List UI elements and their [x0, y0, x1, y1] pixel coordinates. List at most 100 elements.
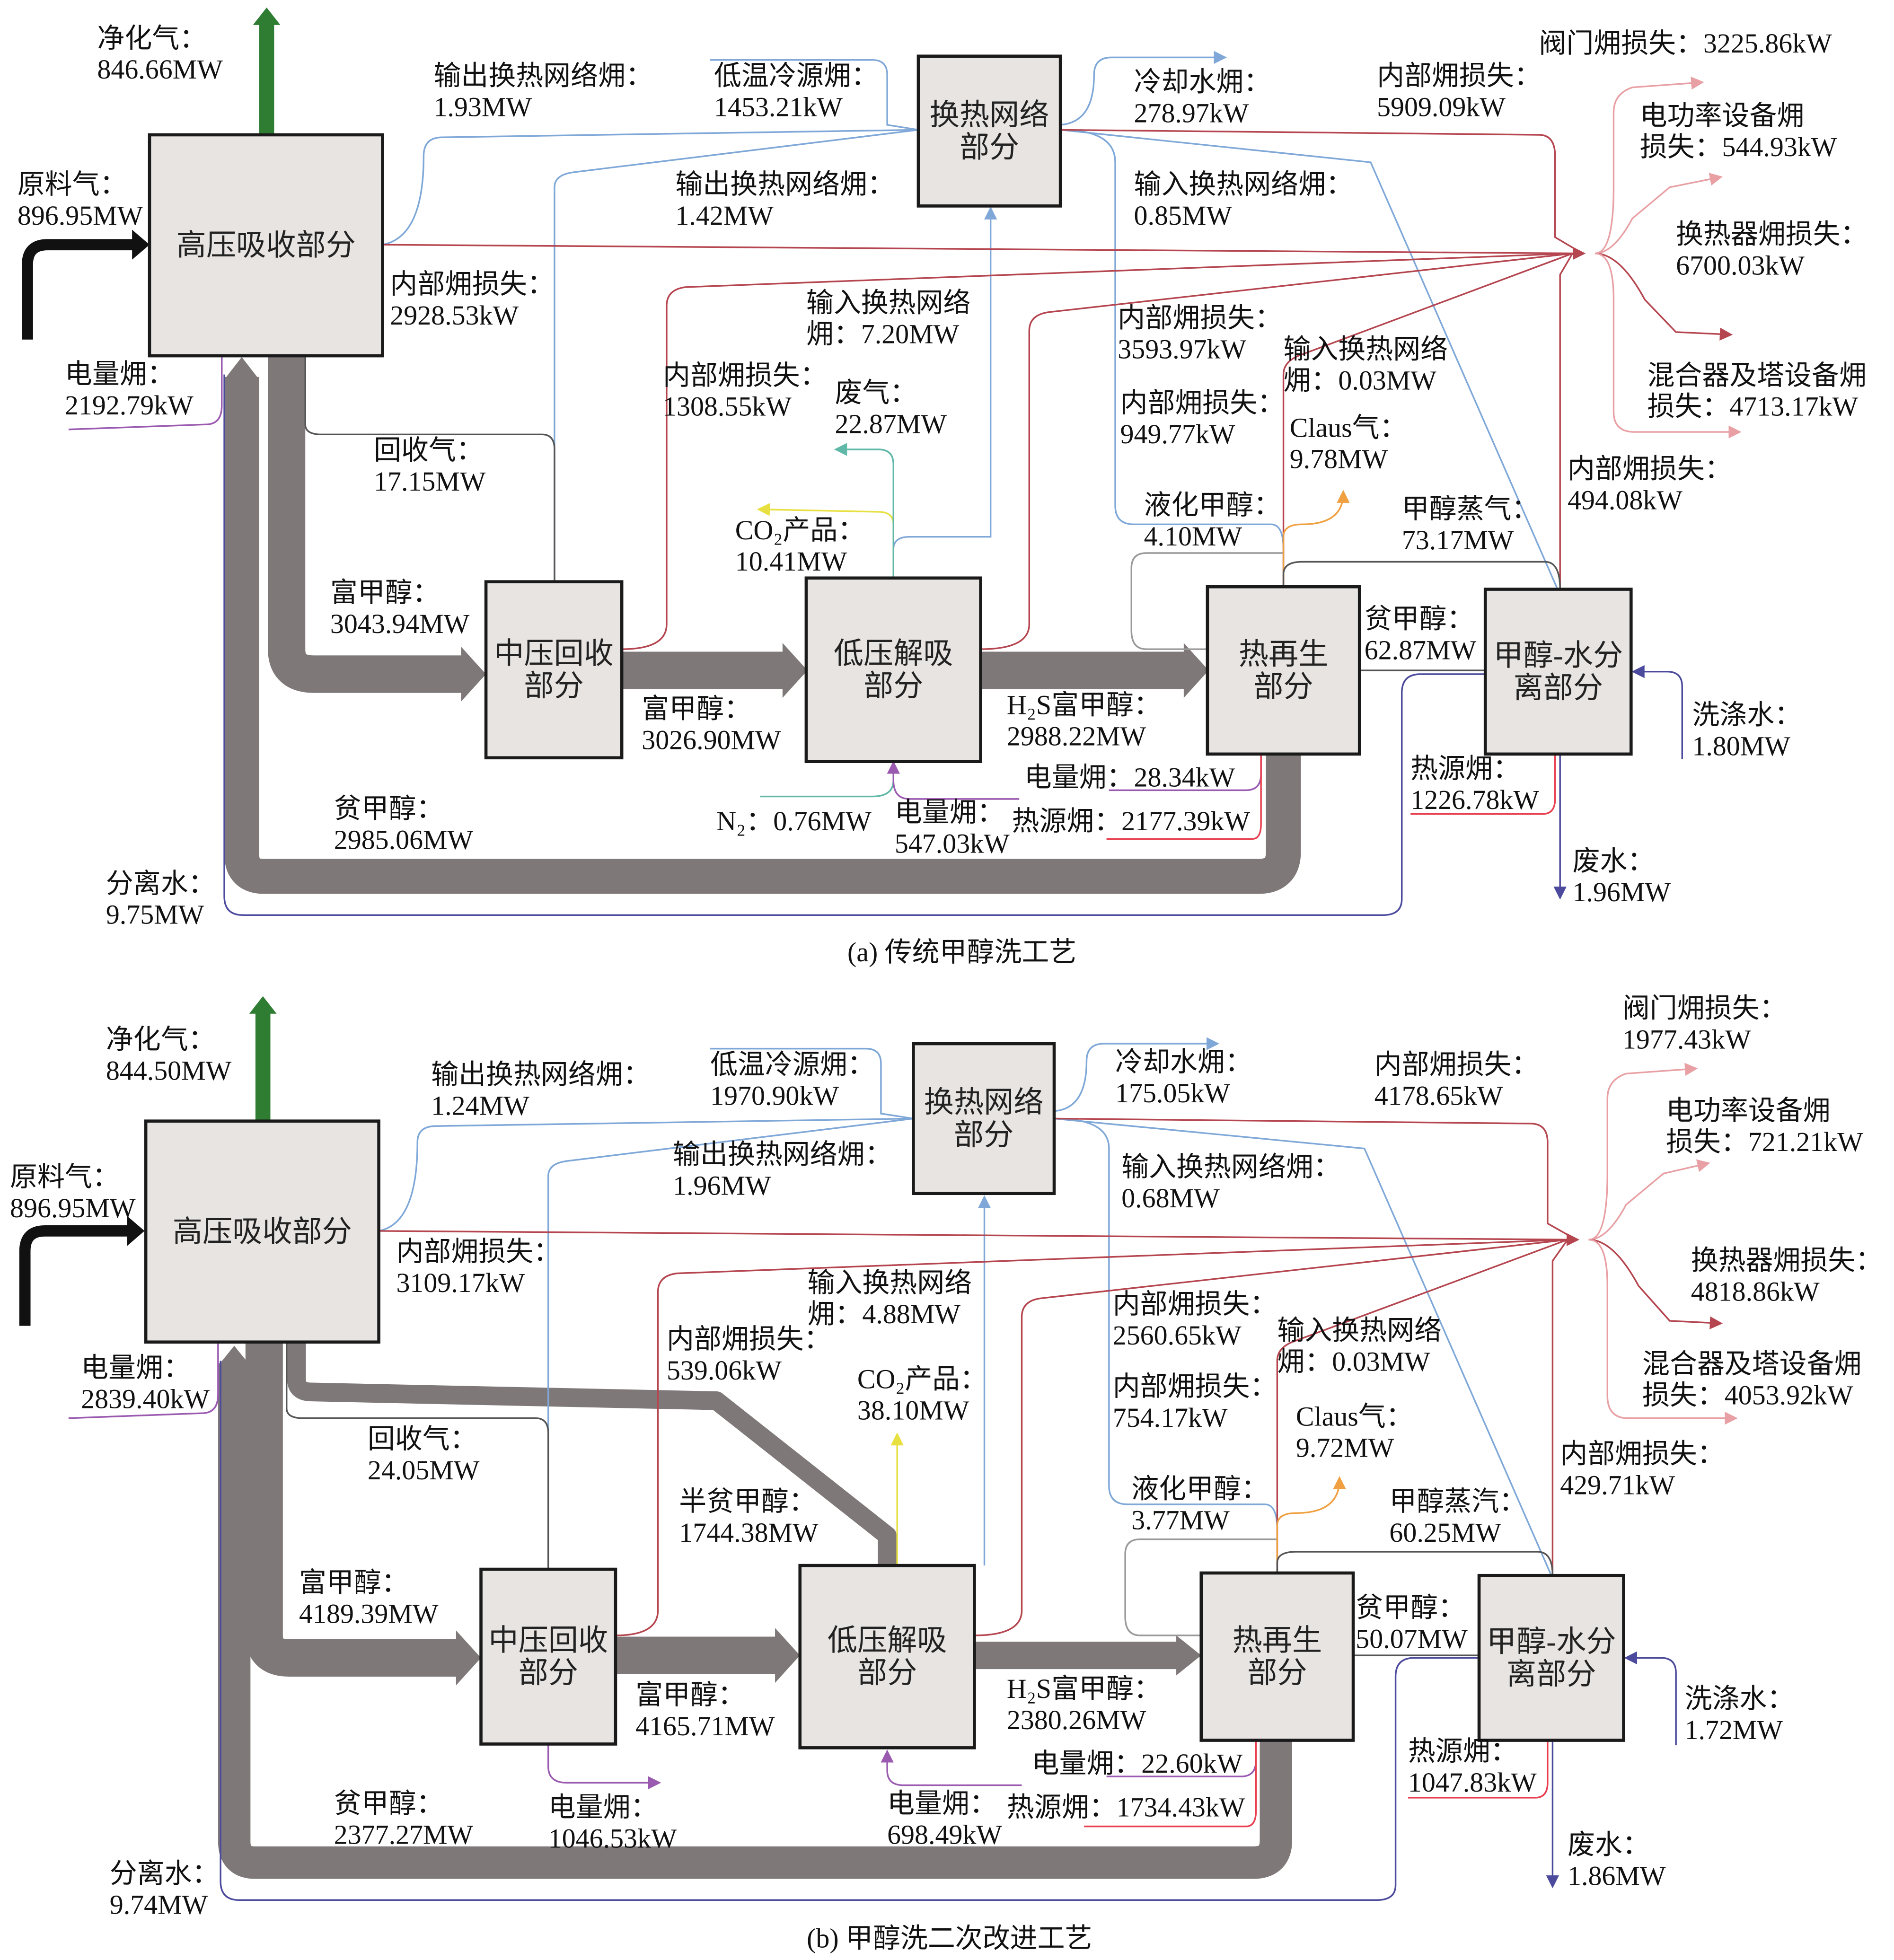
node-label: 中压回收 [494, 637, 614, 670]
flow-label-a-23: 阀门㶲损失：3225.86kW [1539, 28, 1832, 59]
flow-label-value: 损失：544.93kW [1640, 132, 1837, 162]
heat-source-regen [1084, 1740, 1257, 1828]
node-box [1483, 588, 1633, 756]
node-label: 低压解吸 [834, 637, 953, 670]
node-label: 换热网络 [924, 1086, 1044, 1119]
node-box [1206, 585, 1361, 756]
waste-gas-line [834, 443, 894, 578]
node-label: 甲醇-水分 [1487, 1625, 1616, 1658]
flow-label-a-31: Claus气：9.78MW [1290, 413, 1407, 475]
flow-label-name: 电量㶲：22.60kW [1032, 1748, 1243, 1779]
absorb-loss-line [379, 1230, 1580, 1246]
flow-label-a-3: 输出换热网络㶲：1.93MW [433, 60, 652, 122]
flow-label-a-7: 输入换热网络㶲：7.20MW [806, 288, 971, 350]
flow-label-a-33: 液化甲醇：4.10MW [1144, 490, 1281, 552]
flow-label-value: 1.42MW [675, 200, 774, 231]
liquefied-methanol-line [1130, 552, 1284, 650]
flow-label-b-36: 洗涤水：1.72MW [1685, 1683, 1795, 1745]
flow-label-b-37: 热源㶲：1047.83kW [1408, 1736, 1537, 1798]
cold-source-line [710, 1047, 914, 1120]
flow-label-value: 1047.83kW [1408, 1767, 1537, 1798]
flow-label-name: 富甲醇： [330, 577, 440, 608]
flow-label-name: 阀门㶲损失： [1622, 993, 1787, 1024]
flow-label-name: 换热器㶲损失： [1691, 1245, 1883, 1276]
flow-label-value: 1.96MW [673, 1170, 771, 1201]
electric-input-absorb [68, 1342, 219, 1419]
flow-label-a-11: CO₂产品：10.41MW [735, 515, 865, 577]
flow-label-b-11: 半贫甲醇：1744.38MW [679, 1486, 819, 1548]
heat-network-out-line-2 [547, 1117, 914, 1570]
flow-label-a-16: N₂：0.76MW [716, 806, 872, 836]
flow-label-b-21: 冷却水㶲：175.05kW [1115, 1046, 1252, 1108]
valve-loss-branch [1594, 76, 1704, 255]
high-pressure-absorption-node-a: 高压吸收部分 [148, 133, 384, 358]
node-label: 甲醇-水分 [1493, 639, 1623, 672]
flow-label-name: 净化气： [97, 23, 207, 53]
flow-label-a-21: 冷却水㶲：278.97kW [1134, 67, 1271, 129]
flow-label-a-8: 内部㶲损失：1308.55kW [663, 360, 828, 422]
flow-label-value: 429.71kW [1560, 1470, 1675, 1501]
flow-label-value: 损失：4713.17kW [1647, 391, 1859, 422]
node-box [144, 1119, 380, 1344]
cold-source-line [710, 59, 919, 131]
lean-methanol-arrowhead [218, 1345, 251, 1366]
node-label: 低压解吸 [828, 1624, 947, 1657]
node-label: 离部分 [1506, 1658, 1596, 1691]
flow-label-b-1: 原料气：896.95MW [10, 1161, 136, 1223]
node-label: 部分 [954, 1118, 1013, 1151]
flow-label-name: H₂S富甲醇： [1007, 1673, 1161, 1704]
flow-label-b-20: 分离水：9.74MW [110, 1858, 220, 1920]
flow-label-name: 输出换热网络㶲： [673, 1139, 892, 1169]
rich-methanol-band [268, 356, 464, 693]
flow-label-a-28: 内部㶲损失：3593.97kW [1118, 302, 1282, 364]
flow-label-name: 电量㶲： [887, 1788, 997, 1819]
electric-equip-loss-branch [1588, 1159, 1710, 1241]
flow-label-value: 38.10MW [857, 1395, 969, 1425]
flow-label-b-28: 内部㶲损失：2560.65kW [1113, 1289, 1277, 1351]
heat-network-to-sep-line [1060, 129, 1559, 590]
flow-label-a-30: 内部㶲损失：949.77kW [1120, 387, 1285, 449]
flow-label-name: 富甲醇： [635, 1679, 745, 1710]
mp-loss-line [622, 252, 1573, 650]
node-label: 离部分 [1513, 671, 1603, 704]
flow-label-name: 阀门㶲损失：3225.86kW [1539, 28, 1832, 59]
flow-label-b-8: 内部㶲损失：539.06kW [667, 1324, 831, 1386]
flow-label-name: 输出换热网络㶲： [431, 1059, 650, 1090]
flow-label-value: 494.08kW [1568, 485, 1683, 516]
flow-label-b-32: 内部㶲损失：429.71kW [1560, 1439, 1725, 1501]
flow-label-b-34: 甲醇蒸汽：60.25MW [1389, 1486, 1526, 1548]
heat-network-to-regen-line [1060, 129, 1285, 587]
flow-label-b-33: 液化甲醇：3.77MW [1131, 1474, 1269, 1536]
mixer-loss-branch [1594, 252, 1742, 439]
flow-label-a-36: 洗涤水：1.80MW [1692, 699, 1802, 761]
flow-label-name: CO₂产品： [735, 515, 865, 545]
heat-network-to-regen-line [1054, 1117, 1278, 1573]
node-box [912, 1042, 1056, 1195]
flow-label-name: 贫甲醇： [1356, 1592, 1465, 1623]
flow-label-b-4: 低温冷源㶲：1970.90kW [710, 1049, 875, 1111]
flow-label-b-10: 回收气：24.05MW [368, 1424, 480, 1485]
flow-label-b-3: 输出换热网络㶲：1.24MW [431, 1059, 650, 1121]
flow-label-a-2: 电量㶲：2192.79kW [65, 359, 194, 421]
flow-label-value: 2839.40kW [81, 1384, 210, 1415]
flow-label-b-14: H₂S富甲醇：2380.26MW [1007, 1673, 1161, 1735]
flow-label-value: 1453.21kW [714, 91, 843, 122]
flow-label-name: 输入换热网络 [808, 1267, 972, 1298]
flow-label-name: 内部㶲损失： [1377, 60, 1542, 91]
flow-label-name: 冷却水㶲： [1115, 1046, 1252, 1077]
feed-gas-arrow [19, 1225, 130, 1326]
flow-label-value: 㶲：7.20MW [806, 319, 960, 350]
high-pressure-absorption-node-b: 高压吸收部分 [144, 1119, 380, 1344]
heat-network-out-line-2 [554, 129, 919, 582]
flow-label-b-38: 废水：1.86MW [1568, 1829, 1666, 1891]
electric-input-absorb [68, 356, 223, 431]
flow-label-a-5: 输出换热网络㶲：1.42MW [675, 169, 894, 231]
heat-source-sep [1408, 1740, 1549, 1799]
electric-equip-loss-branch [1594, 173, 1723, 255]
flow-label-a-29: 输入换热网络㶲：0.03MW [1284, 334, 1448, 396]
wash-water-line [1624, 1651, 1677, 1746]
